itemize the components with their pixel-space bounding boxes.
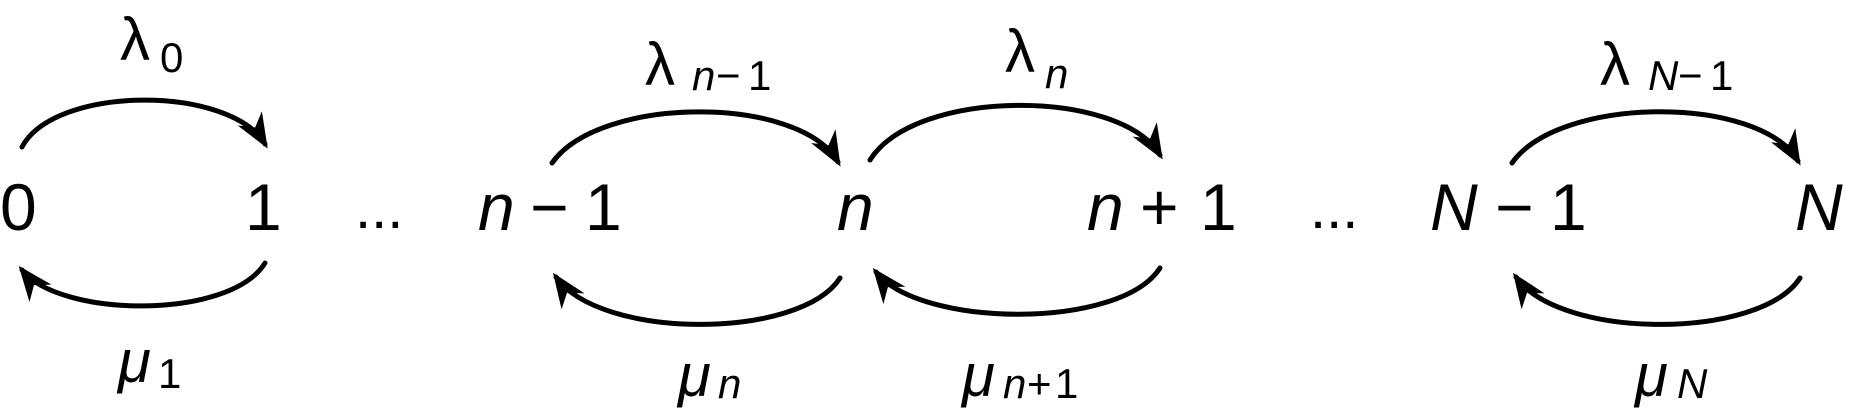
arrow-mu-n bbox=[552, 272, 843, 327]
label-lambda-n: λ n bbox=[1005, 18, 1068, 97]
label-lambda-n-minus-1: λ n − 1 bbox=[645, 31, 771, 99]
svg-text:μ: μ bbox=[676, 342, 711, 409]
arrow-lambda-n-minus-1 bbox=[549, 109, 841, 167]
state-n-plus-1: n + 1 bbox=[1087, 170, 1237, 244]
arrow-lambda-N-minus-1 bbox=[1509, 109, 1801, 166]
state-n-minus-1: n − 1 bbox=[478, 170, 622, 244]
svg-text:n: n bbox=[692, 52, 715, 99]
ellipsis-2: ... bbox=[1310, 176, 1358, 241]
svg-text:+: + bbox=[1140, 170, 1179, 244]
svg-text:n: n bbox=[478, 170, 515, 244]
svg-text:+: + bbox=[1027, 360, 1052, 407]
svg-text:1: 1 bbox=[585, 170, 622, 244]
label-mu-n: μ n bbox=[676, 342, 741, 409]
svg-text:λ: λ bbox=[1005, 18, 1035, 85]
label-mu-1: μ 1 bbox=[116, 328, 181, 397]
svg-text:1: 1 bbox=[1200, 170, 1237, 244]
svg-text:μ: μ bbox=[960, 342, 995, 409]
svg-text:−: − bbox=[716, 52, 741, 99]
svg-text:1: 1 bbox=[1055, 360, 1078, 407]
svg-text:−: − bbox=[1678, 52, 1703, 99]
svg-text:1: 1 bbox=[748, 52, 771, 99]
svg-text:λ: λ bbox=[120, 6, 150, 73]
svg-text:1: 1 bbox=[158, 350, 181, 397]
svg-text:λ: λ bbox=[645, 31, 675, 98]
svg-text:λ: λ bbox=[1600, 31, 1630, 98]
state-n: n bbox=[837, 170, 874, 244]
state-1: 1 bbox=[245, 170, 282, 244]
svg-text:n: n bbox=[718, 360, 741, 407]
label-mu-N: μ N bbox=[1633, 342, 1708, 409]
svg-text:N: N bbox=[1648, 52, 1679, 99]
label-lambda-N-minus-1: λ N − 1 bbox=[1600, 31, 1733, 99]
svg-text:N: N bbox=[1430, 170, 1478, 244]
arrow-lambda-0 bbox=[19, 97, 268, 150]
label-mu-n-plus-1: μ n + 1 bbox=[960, 342, 1078, 409]
svg-text:N: N bbox=[1677, 360, 1708, 407]
svg-text:1: 1 bbox=[1710, 52, 1733, 99]
svg-text:n: n bbox=[1087, 170, 1124, 244]
svg-text:−: − bbox=[530, 170, 569, 244]
arrow-mu-1 bbox=[18, 260, 268, 309]
arrow-mu-n-plus-1 bbox=[872, 265, 1163, 317]
ellipsis-1: ... bbox=[355, 176, 403, 241]
arrow-lambda-n bbox=[867, 102, 1163, 163]
state-N-minus-1: N − 1 bbox=[1430, 170, 1587, 244]
svg-text:n: n bbox=[1045, 50, 1068, 97]
svg-text:0: 0 bbox=[160, 34, 183, 81]
svg-text:−: − bbox=[1495, 170, 1534, 244]
state-N: N bbox=[1795, 170, 1843, 244]
label-lambda-0: λ 0 bbox=[120, 6, 183, 81]
svg-text:n: n bbox=[1003, 360, 1026, 407]
svg-text:μ: μ bbox=[1633, 342, 1668, 409]
svg-text:1: 1 bbox=[1550, 170, 1587, 244]
svg-text:μ: μ bbox=[116, 328, 151, 395]
state-0: 0 bbox=[0, 170, 37, 244]
arrow-mu-N bbox=[1512, 272, 1803, 327]
